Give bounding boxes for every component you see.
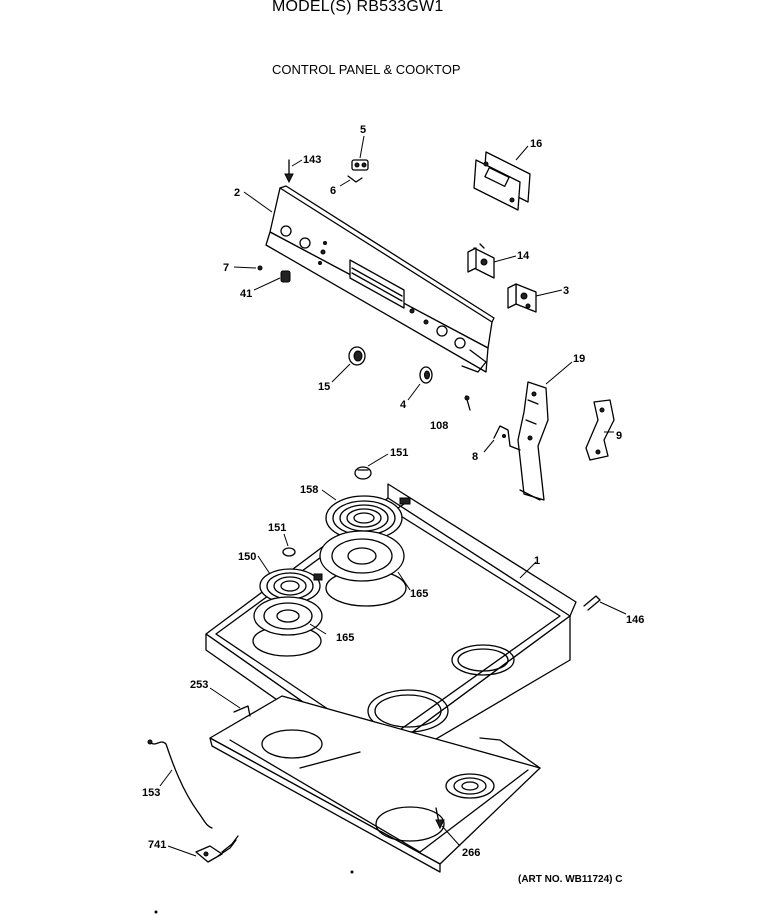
part-label: 266 [462, 847, 480, 859]
knob-small [419, 366, 433, 384]
part-label: 150 [238, 551, 256, 563]
part-label: 153 [142, 787, 160, 799]
part-label: 15 [318, 381, 330, 393]
art-number: (ART NO. WB11724) C [518, 874, 623, 885]
leader-lines [159, 135, 627, 857]
lamp-part [257, 265, 291, 283]
screw-part [284, 159, 294, 184]
part-label: 108 [430, 420, 448, 432]
part-label: 165 [336, 632, 354, 644]
part-label: 5 [360, 124, 366, 136]
part-label: 151 [390, 447, 408, 459]
diagram-subtitle: CONTROL PANEL & COOKTOP [272, 62, 461, 77]
clip-146 [583, 595, 601, 611]
part-label: 8 [472, 451, 478, 463]
switch-part [467, 243, 495, 279]
part-label: 1 [534, 555, 540, 567]
drip-pan-large [319, 530, 405, 582]
part-label: 146 [626, 614, 644, 626]
timer-module [473, 151, 531, 211]
bracket-8 [493, 425, 521, 451]
part-label: 3 [563, 285, 569, 297]
part-label: 14 [517, 250, 530, 262]
clip-part [347, 159, 369, 183]
bracket-19 [517, 381, 549, 501]
part-label: 2 [234, 187, 240, 199]
part-label: 165 [410, 588, 428, 600]
surface-element-small [259, 568, 323, 604]
knob-large [348, 346, 366, 366]
part-label: 19 [573, 353, 585, 365]
clip-253 [233, 705, 251, 717]
drip-pan-small [253, 596, 323, 636]
screw-266 [435, 807, 445, 830]
model-title: MODEL(S) RB533GW1 [272, 0, 444, 15]
terminal-block [195, 835, 239, 863]
part-label: 741 [148, 839, 166, 851]
part-label: 4 [400, 399, 407, 411]
part-label: 9 [616, 430, 622, 442]
part-label: 41 [240, 288, 252, 300]
trim-ring [282, 466, 372, 557]
part-label: 253 [190, 679, 208, 691]
bracket-9 [585, 399, 615, 461]
screw-108 [464, 395, 471, 411]
infinite-switch [507, 283, 537, 313]
part-label: 6 [330, 185, 336, 197]
control-panel [265, 185, 495, 373]
burner-box [209, 695, 541, 873]
wire-harness [147, 739, 213, 829]
part-label: 16 [530, 138, 542, 150]
part-number-labels: 5 143 16 2 6 14 7 3 41 19 15 4 108 9 8 1… [142, 124, 644, 859]
part-label: 151 [268, 522, 286, 534]
part-label: 143 [303, 154, 321, 166]
part-label: 7 [223, 262, 229, 274]
part-label: 158 [300, 484, 318, 496]
